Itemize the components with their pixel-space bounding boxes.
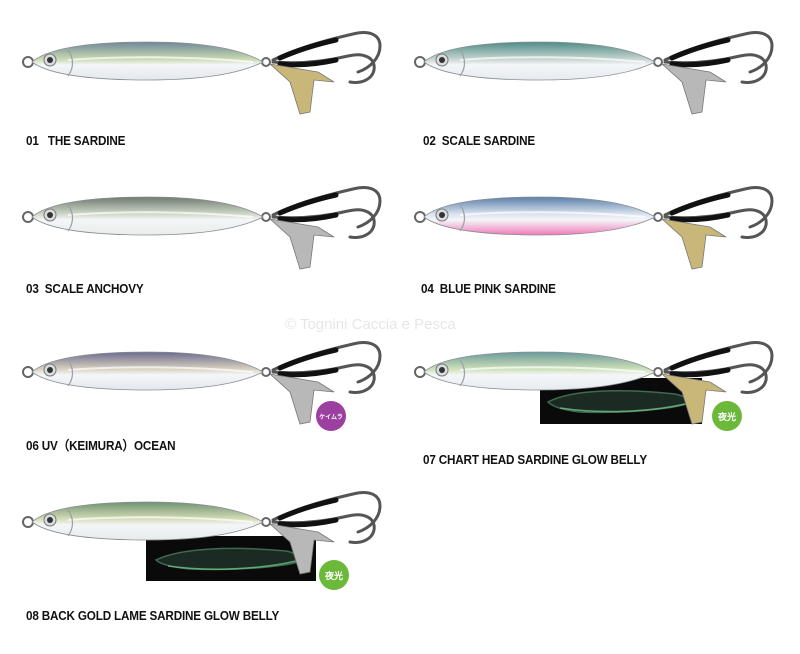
hook-wrap	[277, 347, 339, 371]
glow-badge-icon: 夜光	[712, 401, 742, 431]
lure-02-label: 02 SCALE SARDINE	[423, 133, 535, 148]
lure-04-label: 04 BLUE PINK SARDINE	[421, 281, 556, 296]
blade-icon	[268, 63, 335, 115]
badge-text: 夜光	[717, 412, 736, 423]
lure-body	[31, 196, 264, 236]
lure-name: BACK GOLD LAME SARDINE GLOW BELLY	[41, 608, 280, 623]
lure-highlight	[459, 56, 646, 63]
hook-wrap	[669, 37, 731, 61]
gill-line	[67, 204, 74, 232]
blade-icon	[660, 218, 727, 270]
lure-01-label: 01 THE SARDINE	[26, 133, 125, 148]
lure-name: BLUE PINK SARDINE	[439, 281, 556, 296]
hook-wrap	[277, 37, 339, 61]
lure-number: 02	[423, 133, 436, 148]
pupil	[439, 212, 445, 218]
pupil	[47, 367, 53, 373]
pupil	[439, 57, 445, 63]
lure-number: 03	[26, 281, 39, 296]
pupil	[47, 517, 53, 523]
hook-wrap	[669, 347, 731, 371]
lure-highlight	[67, 366, 254, 373]
lure-body	[423, 351, 656, 391]
lure-07	[410, 330, 780, 440]
hook-wrap	[669, 212, 731, 223]
lure-number: 04	[421, 281, 434, 296]
lure-04	[410, 175, 780, 285]
blade-icon	[268, 218, 335, 270]
hook-wrap	[669, 192, 731, 216]
blade-icon	[268, 373, 335, 425]
hook-wrap	[669, 367, 731, 378]
lure-body	[31, 501, 264, 541]
gill-line	[67, 359, 74, 387]
gill-line	[459, 49, 466, 77]
watermark-text: © Tognini Caccia e Pesca	[285, 316, 456, 333]
lure-06-image	[22, 341, 382, 425]
lure-02-image	[414, 31, 774, 115]
lure-name: SCALE ANCHOVY	[44, 281, 144, 296]
lure-number: 08	[26, 608, 39, 623]
gill-line	[459, 359, 466, 387]
pupil	[47, 57, 53, 63]
gill-line	[67, 509, 74, 537]
gill-line	[67, 49, 74, 77]
lure-highlight	[67, 516, 254, 523]
badge-text: ケイムラ	[319, 413, 343, 421]
lure-06	[18, 330, 388, 440]
lure-body	[423, 196, 656, 236]
lure-body	[31, 351, 264, 391]
glow-badge-icon: 夜光	[319, 560, 349, 590]
blade-icon	[660, 63, 727, 115]
hook-wrap	[277, 212, 339, 223]
hook-wrap	[277, 192, 339, 216]
hook-wrap	[277, 367, 339, 378]
lure-highlight	[459, 211, 646, 218]
lure-body	[31, 41, 264, 81]
hook-wrap	[277, 517, 339, 528]
lure-number: 01	[26, 133, 39, 148]
lure-name: SCALE SARDINE	[441, 133, 536, 148]
lure-highlight	[67, 211, 254, 218]
lure-01	[18, 20, 388, 130]
pupil	[47, 212, 53, 218]
uv-badge-icon: ケイムラ	[316, 401, 346, 431]
lure-number: 06	[26, 438, 39, 453]
lure-03-label: 03 SCALE ANCHOVY	[26, 281, 144, 296]
lure-name: UV（KEIMURA）OCEAN	[41, 438, 176, 453]
lure-highlight	[67, 56, 254, 63]
lure-08-label: 08 BACK GOLD LAME SARDINE GLOW BELLY	[26, 608, 279, 623]
lure-01-image	[22, 31, 382, 115]
pupil	[439, 367, 445, 373]
lure-body	[423, 41, 656, 81]
blade-icon	[268, 523, 335, 575]
lure-06-label: 06 UV（KEIMURA）OCEAN	[26, 435, 176, 454]
lure-number: 07	[423, 452, 436, 467]
lure-name: THE SARDINE	[47, 133, 126, 148]
blade-icon	[660, 373, 727, 425]
lure-07-label: 07 CHART HEAD SARDINE GLOW BELLY	[423, 452, 647, 467]
glow-preview-08	[146, 536, 316, 581]
badge-text: 夜光	[324, 571, 343, 582]
lure-02	[410, 20, 780, 130]
lure-07-image	[414, 341, 774, 425]
hook-wrap	[277, 497, 339, 521]
lure-08	[18, 480, 388, 590]
lure-name: CHART HEAD SARDINE GLOW BELLY	[438, 452, 647, 467]
hook-wrap	[277, 57, 339, 68]
lure-04-image	[414, 186, 774, 270]
lure-08-image	[22, 491, 382, 575]
hook-wrap	[669, 57, 731, 68]
lure-03	[18, 175, 388, 285]
lure-highlight	[459, 366, 646, 373]
gill-line	[459, 204, 466, 232]
lure-03-image	[22, 186, 382, 270]
